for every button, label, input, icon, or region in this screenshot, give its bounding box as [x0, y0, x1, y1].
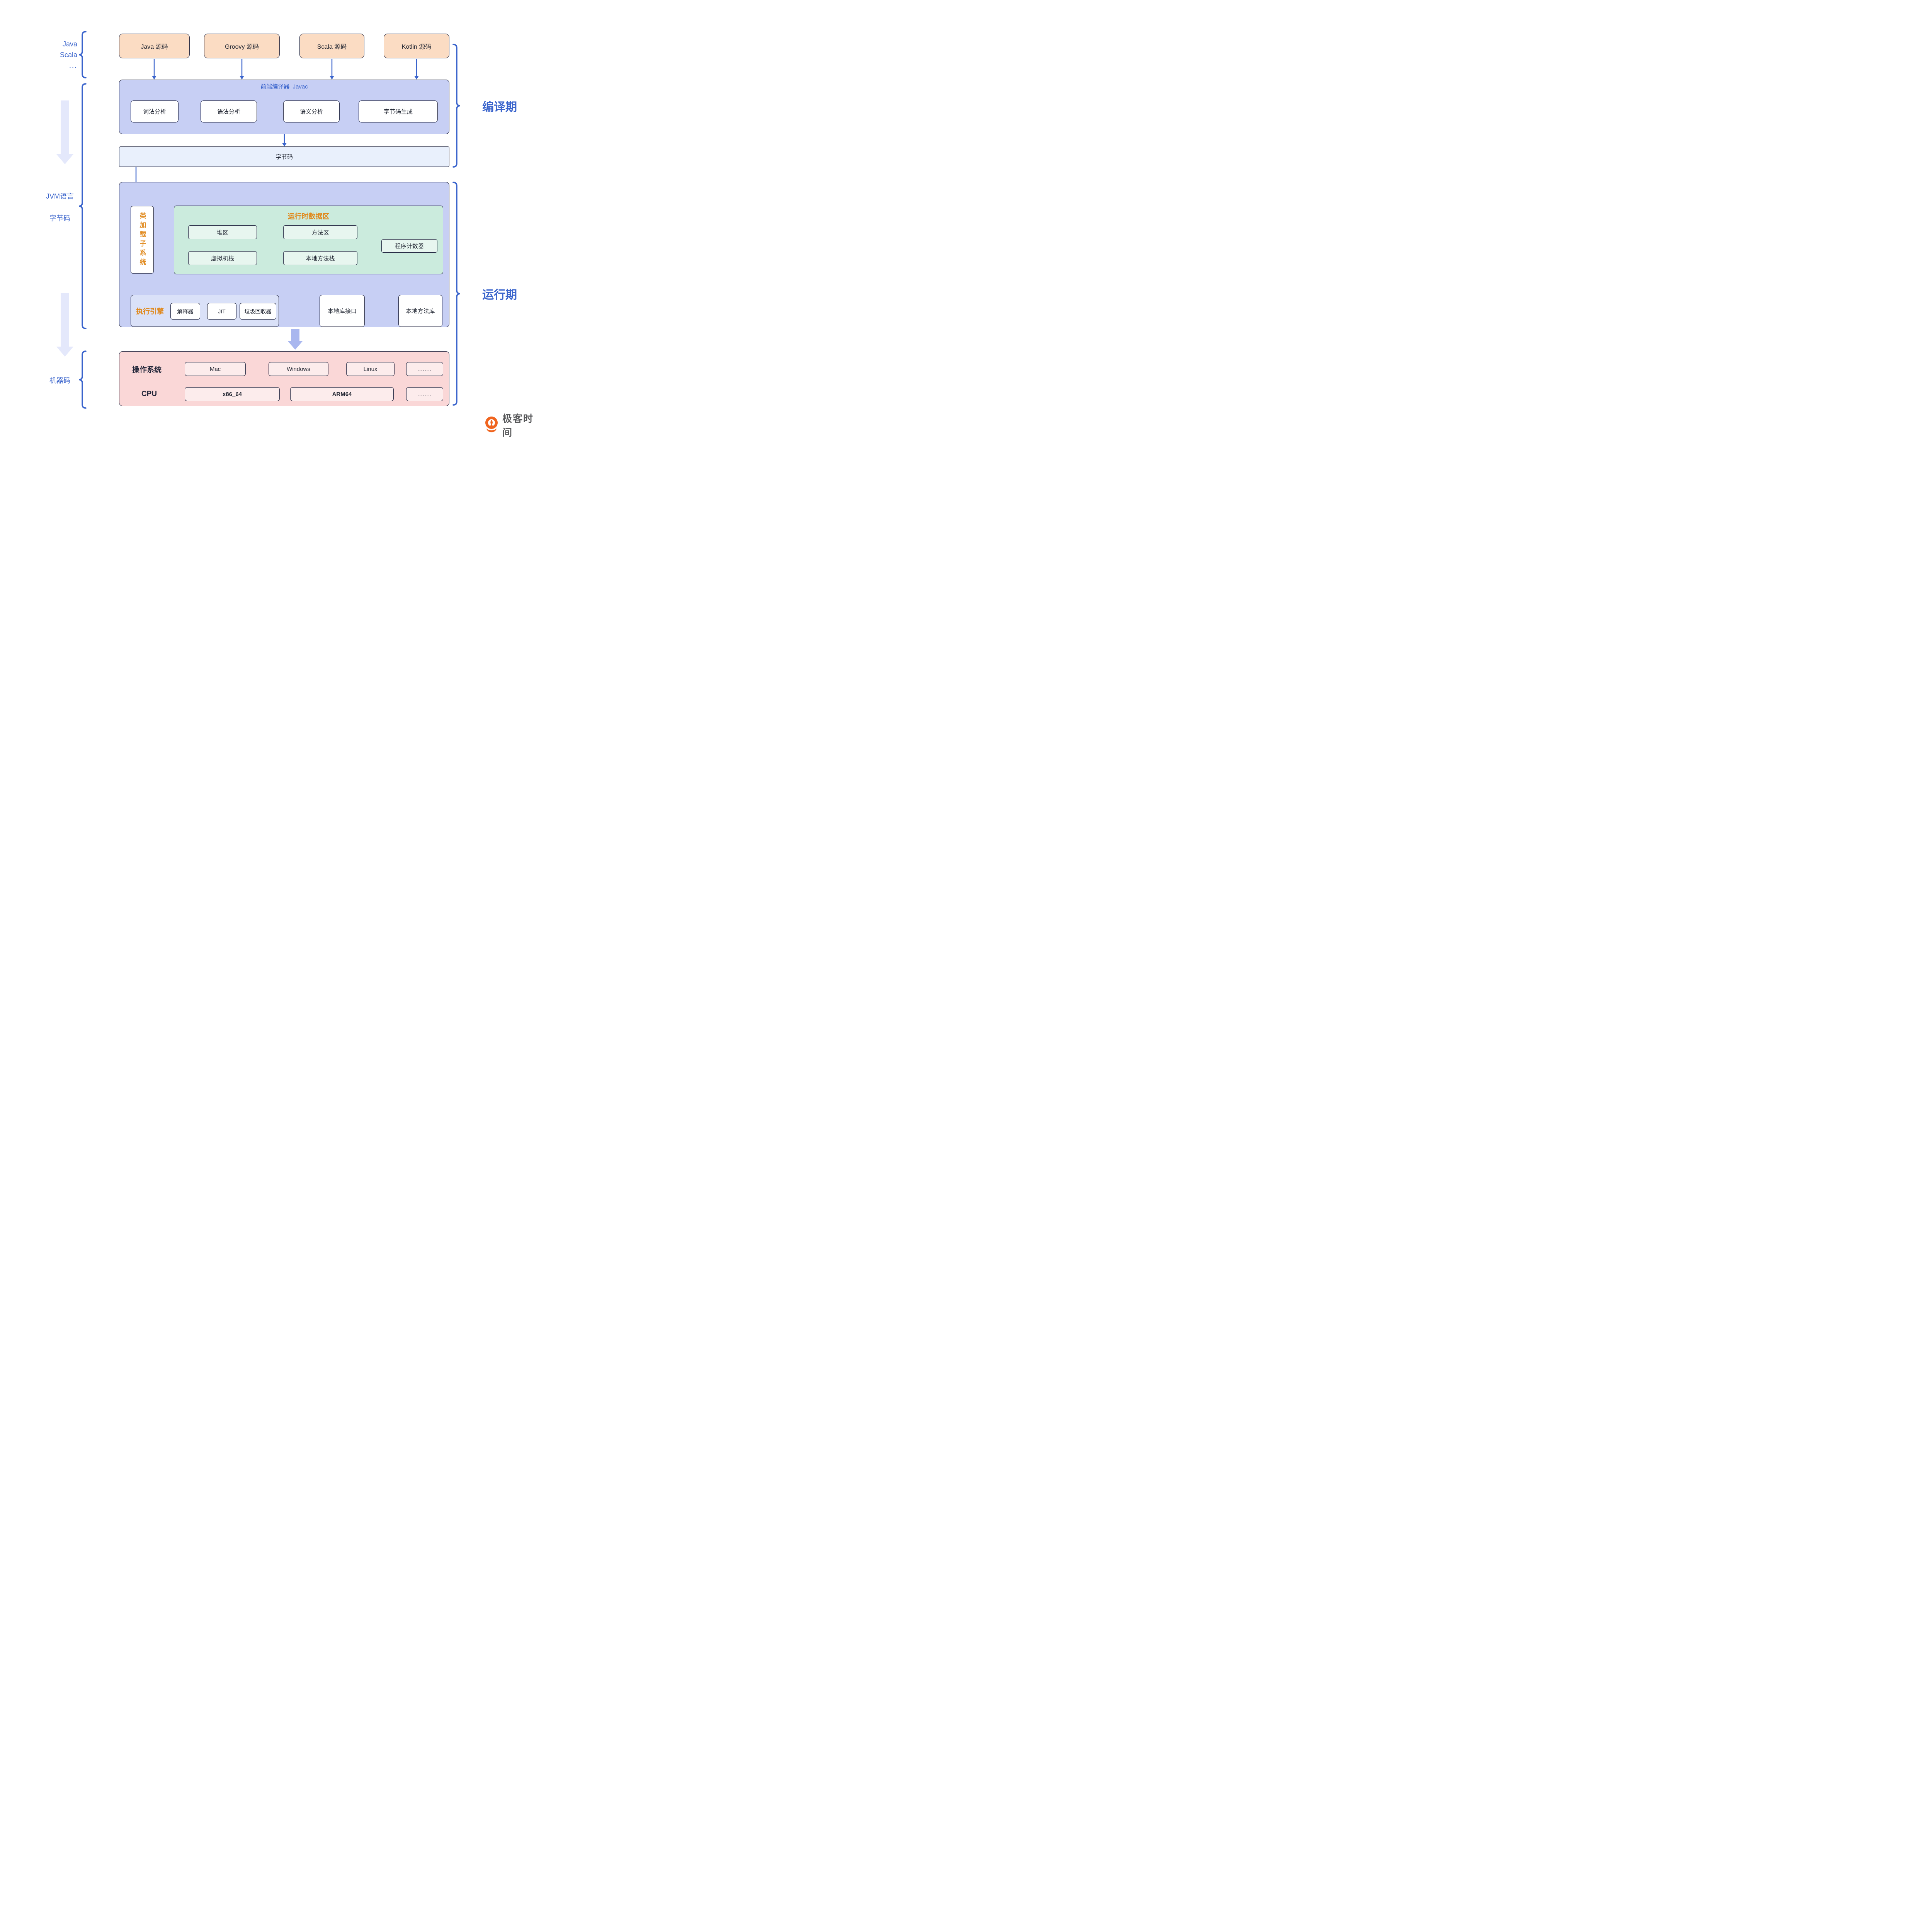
- os-mac-box: Mac: [185, 362, 246, 376]
- brace-compile-phase: [452, 44, 461, 168]
- cpu-more-box: ........: [406, 387, 443, 401]
- native-library-box: 本地方法库: [398, 295, 442, 327]
- frontend-compiler-title: 前端编译器 Javac: [260, 83, 308, 90]
- stage-bytecode-generation: 字节码生成: [359, 100, 438, 122]
- label-compile-phase: 编译期: [482, 101, 517, 114]
- pc-register-box: 程序计数器: [381, 239, 437, 253]
- geektime-logo-text: 极客时间: [502, 413, 534, 438]
- brace-run-phase: [452, 182, 461, 406]
- jvm-architecture-diagram: Java Scala ... JVM语言 字节码 机器码 编译期 运行期 Jav…: [0, 0, 546, 438]
- os-linux-box: Linux: [346, 362, 395, 376]
- cpu-arm-box: ARM64: [290, 387, 394, 401]
- bytecode-bar: 字节码: [119, 146, 449, 167]
- execution-engine-label: 执行引擎: [136, 307, 164, 315]
- native-interface-box: 本地库接口: [320, 295, 365, 327]
- geektime-logo-icon: [485, 417, 498, 432]
- cpu-x86-box: x86_64: [185, 387, 280, 401]
- box-java-source: Java 源码: [119, 34, 190, 58]
- brace-jvm-bytecode: [78, 83, 87, 329]
- vm-stack-box: 虚拟机栈: [188, 251, 257, 265]
- down-arrow-runtime-os: [288, 329, 303, 350]
- brace-machine-code: [78, 350, 87, 409]
- label-java: Java: [62, 40, 77, 48]
- jit-box: JIT: [207, 303, 236, 320]
- stage-semantic-analysis: 语义分析: [283, 100, 340, 122]
- label-ellipsis: ...: [69, 62, 77, 70]
- heap-box: 堆区: [188, 225, 257, 239]
- label-machine-code: 机器码: [49, 377, 70, 384]
- stage-lexical-analysis: 词法分析: [131, 100, 179, 122]
- cpu-label: CPU: [141, 390, 157, 398]
- box-scala-source: Scala 源码: [299, 34, 364, 58]
- brace-source-langs: [78, 31, 87, 78]
- label-run-phase: 运行期: [482, 289, 517, 301]
- geektime-logo: 极客时间: [484, 413, 542, 438]
- native-method-stack-box: 本地方法栈: [283, 251, 357, 265]
- runtime-data-area-title: 运行时数据区: [287, 213, 330, 220]
- label-jvm-language: JVM语言: [46, 192, 74, 200]
- down-arrow-left-top: [56, 100, 73, 164]
- label-source-languages: Java Scala ...: [39, 39, 77, 71]
- box-groovy-source: Groovy 源码: [204, 34, 280, 58]
- down-arrow-left-bottom: [56, 293, 73, 357]
- box-kotlin-source: Kotlin 源码: [384, 34, 449, 58]
- stage-syntax-analysis: 语法分析: [201, 100, 257, 122]
- classloader-box: 类加载子系统: [131, 206, 154, 274]
- os-more-box: ........: [406, 362, 443, 376]
- os-windows-box: Windows: [269, 362, 328, 376]
- gc-box: 垃圾回收器: [240, 303, 276, 320]
- label-scala: Scala: [60, 51, 77, 59]
- interpreter-box: 解释器: [170, 303, 200, 320]
- classloader-label: 类加载子系统: [138, 212, 146, 268]
- label-jvm-bytecode: 字节码: [49, 214, 70, 222]
- method-area-box: 方法区: [283, 225, 357, 239]
- platform-box: [119, 351, 449, 406]
- os-label: 操作系统: [132, 366, 162, 374]
